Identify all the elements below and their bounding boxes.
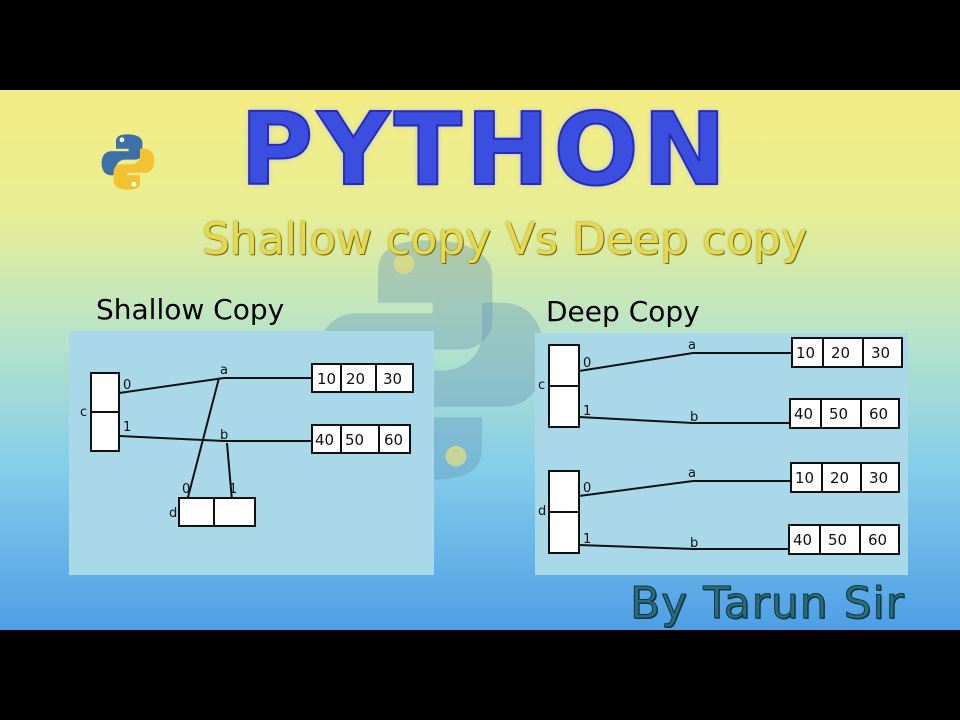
- d-list-b-values: [788, 524, 900, 555]
- page-title: PYTHON: [239, 91, 731, 208]
- value-cell: 30: [869, 469, 888, 487]
- value-cell: 40: [794, 405, 813, 423]
- d-list-a-values: [790, 462, 900, 493]
- value-cell: 10: [796, 344, 815, 362]
- value-cell: 40: [793, 531, 812, 549]
- value-cell: 10: [795, 469, 814, 487]
- list-b-values: [311, 424, 411, 454]
- python-logo-icon: [101, 134, 155, 190]
- page-subtitle: Shallow copy Vs Deep copy: [202, 214, 808, 265]
- value-cell: 20: [830, 469, 849, 487]
- list-c: [548, 344, 580, 428]
- label-c: c: [538, 378, 545, 393]
- shallow-copy-diagram: c 0 1 a b d 0 1 10 20 30 40 50 60: [69, 331, 434, 575]
- index-0: 0: [123, 378, 131, 393]
- deep-copy-heading: Deep Copy: [546, 295, 700, 328]
- list-d: [548, 470, 580, 554]
- value-cell: 20: [831, 344, 850, 362]
- deep-links: [578, 352, 791, 550]
- d-label-b: b: [690, 536, 698, 551]
- shallow-links: [118, 377, 311, 502]
- label-d: d: [169, 506, 177, 521]
- label-d: d: [538, 504, 546, 519]
- shallow-copy-heading: Shallow Copy: [96, 293, 285, 326]
- label-b: b: [220, 428, 228, 443]
- value-cell: 60: [868, 531, 887, 549]
- deep-copy-diagram: c 0 1 a b d 0 1 a b 10 20 30 40 50 60 10…: [535, 333, 908, 575]
- d-index-1: 1: [583, 532, 591, 547]
- label-c: c: [80, 405, 87, 420]
- value-cell: 60: [869, 405, 888, 423]
- value-cell: 60: [384, 431, 403, 449]
- index-1: 1: [123, 420, 131, 435]
- list-a-values: [311, 363, 414, 393]
- value-cell: 20: [346, 370, 365, 388]
- c-index-1: 1: [583, 404, 591, 419]
- list-d: [178, 497, 256, 527]
- author-credit: By Tarun Sir: [630, 578, 905, 629]
- value-cell: 40: [315, 431, 334, 449]
- value-cell: 10: [317, 370, 336, 388]
- value-cell: 50: [345, 431, 364, 449]
- d-index-1: 1: [229, 482, 237, 497]
- c-label-b: b: [690, 410, 698, 425]
- thumbnail-canvas: PYTHON Shallow copy Vs Deep copy Shallow…: [0, 90, 960, 630]
- list-c: [90, 372, 120, 452]
- d-index-0: 0: [182, 482, 190, 497]
- c-label-a: a: [688, 338, 696, 353]
- d-label-a: a: [688, 466, 696, 481]
- value-cell: 30: [383, 370, 402, 388]
- c-list-b-values: [789, 398, 900, 429]
- label-a: a: [220, 363, 228, 378]
- c-list-a-values: [791, 337, 903, 368]
- d-index-0: 0: [583, 481, 591, 496]
- value-cell: 50: [828, 531, 847, 549]
- c-index-0: 0: [583, 356, 591, 371]
- value-cell: 30: [871, 344, 890, 362]
- value-cell: 50: [829, 405, 848, 423]
